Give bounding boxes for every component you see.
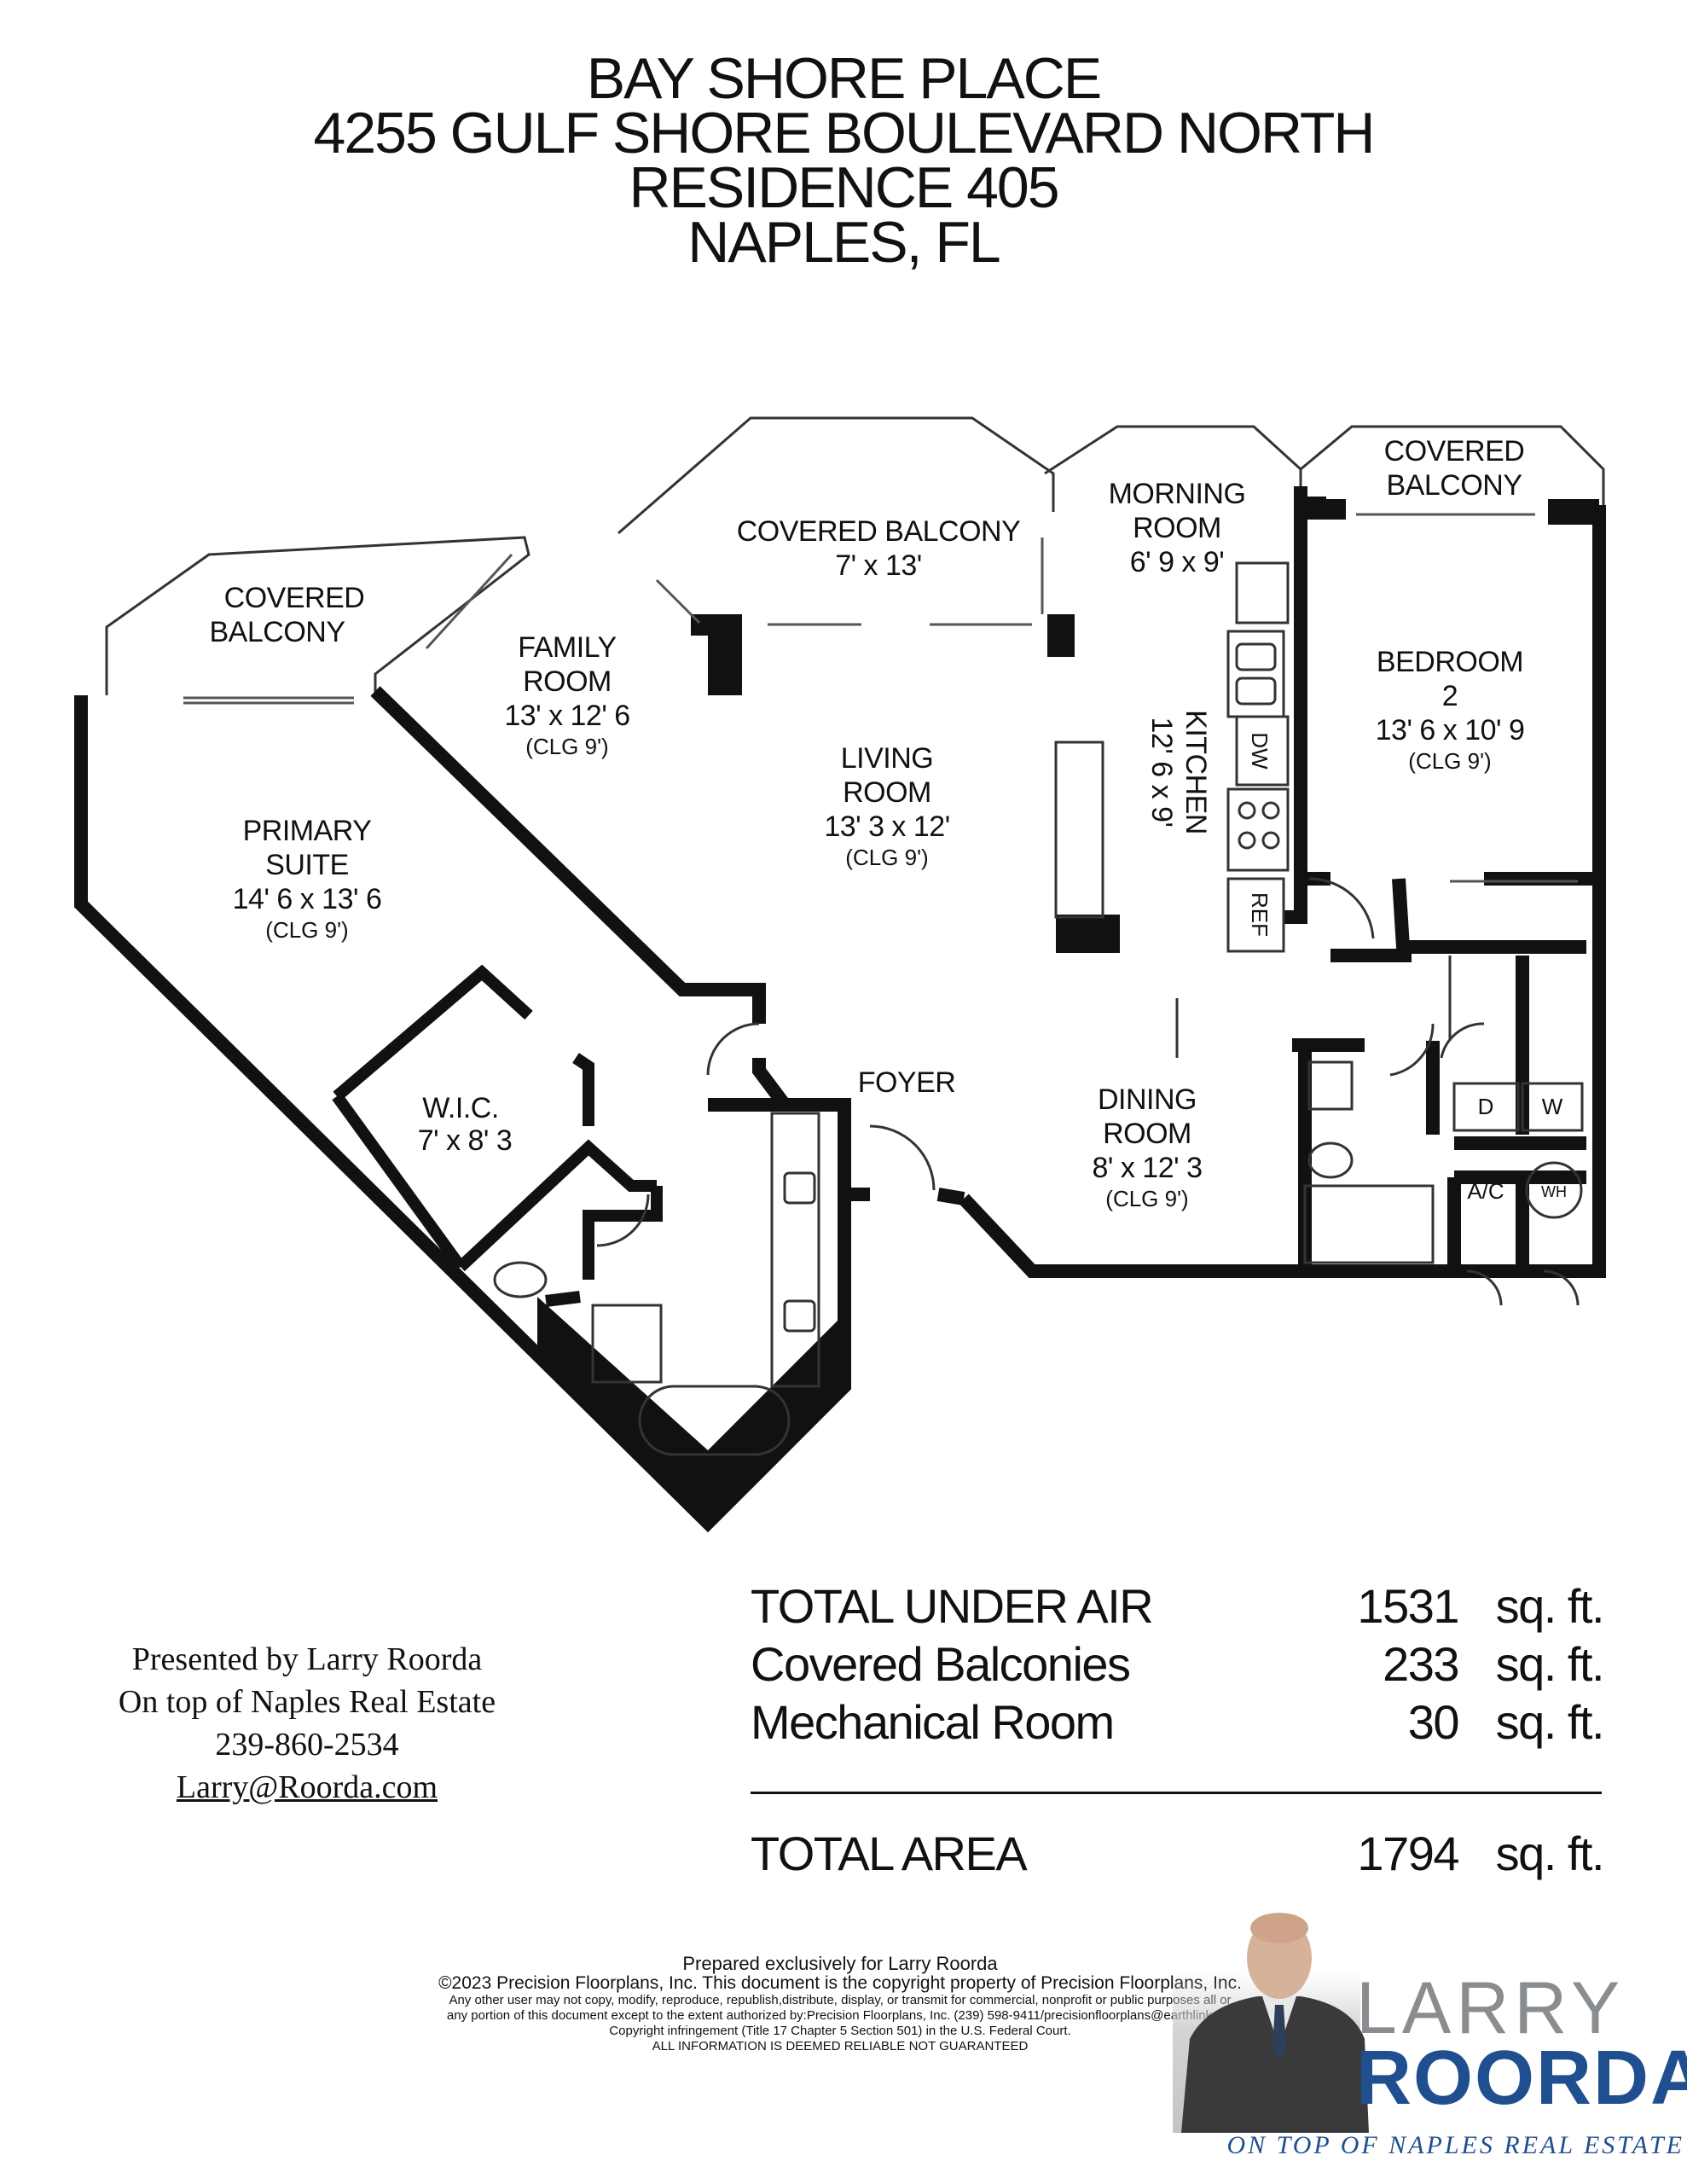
brokerage-line: On top of Naples Real Estate (118, 1684, 496, 1720)
family-room-label-1: FAMILY (518, 631, 616, 664)
primary-suite-size: 14' 6 x 13' 6 (233, 883, 382, 915)
covered-balcony-center-size: 7' x 13' (835, 549, 922, 582)
covered-balcony-left-label-2: BALCONY (210, 616, 345, 648)
area-label: Covered Balconies (751, 1637, 1131, 1691)
presenter-block: Presented by Larry Roorda On top of Napl… (68, 1638, 546, 1809)
area-divider (751, 1792, 1602, 1794)
area-row: Covered Balconies 233 sq. ft. (751, 1636, 1605, 1694)
area-value: 30 (1407, 1695, 1460, 1749)
total-area-value: 1794 (1357, 1827, 1459, 1880)
dining-room-size: 8' x 12' 3 (1093, 1152, 1203, 1184)
agent-photo (1173, 1913, 1369, 2133)
kitchen-label-group: KITCHEN 12' 6 x 9' (1145, 710, 1212, 834)
bedroom-2-label-2: 2 (1442, 680, 1458, 712)
dishwasher-label: DW (1247, 732, 1272, 770)
city-state: NAPLES, FL (687, 210, 1001, 275)
water-heater-label: WH (1541, 1183, 1567, 1200)
title-block: BAY SHORE PLACE 4255 GULF SHORE BOULEVAR… (0, 46, 1687, 275)
area-label: TOTAL UNDER AIR (751, 1579, 1154, 1633)
area-label: Mechanical Room (751, 1695, 1115, 1749)
prepared-for-line: Prepared exclusively for Larry Roorda (682, 1953, 998, 1974)
door-swings (596, 877, 1580, 1306)
morning-room-size: 6' 9 x 9' (1130, 546, 1225, 578)
washer-label: W (1542, 1094, 1563, 1119)
logo-name-bottom: ROORDA (1356, 2036, 1687, 2121)
family-room-ceiling: (CLG 9') (525, 734, 608, 759)
dining-room-label-2: ROOM (1103, 1118, 1191, 1150)
area-total: TOTAL AREA 1794 sq. ft. (751, 1826, 1605, 1884)
copyright-fine-print-3: Copyright infringement (Title 17 Chapter… (609, 2024, 1071, 2038)
email-link[interactable]: Larry@Roorda.com (176, 1769, 438, 1805)
area-value: 1531 (1357, 1579, 1459, 1633)
area-unit: sq. ft. (1495, 1637, 1605, 1691)
columns (537, 499, 1599, 1523)
bedroom-2-label-1: BEDROOM (1377, 646, 1523, 678)
living-room-label-2: ROOM (843, 776, 931, 809)
bedroom-2-size: 13' 6 x 10' 9 (1376, 714, 1525, 746)
agent-logo: LARRY ROORDA ON TOP OF NAPLES REAL ESTAT… (1173, 1877, 1687, 2167)
living-room-size: 13' 3 x 12' (824, 810, 949, 843)
primary-suite-ceiling: (CLG 9') (265, 917, 348, 943)
living-room-ceiling: (CLG 9') (845, 845, 928, 870)
covered-balcony-center-label: COVERED BALCONY (737, 515, 1021, 548)
phone-number: 239-860-2534 (215, 1727, 399, 1763)
kitchen-fixtures (1054, 561, 1290, 953)
morning-room-label-1: MORNING (1109, 478, 1246, 510)
copyright-fine-print-2: any portion of this document except to t… (446, 2008, 1234, 2023)
dining-room-label-1: DINING (1098, 1083, 1197, 1116)
bath-fixtures (493, 956, 1584, 1456)
primary-bath-walls (332, 964, 663, 1307)
area-row: Mechanical Room 30 sq. ft. (751, 1694, 1605, 1752)
total-area-unit: sq. ft. (1495, 1827, 1605, 1880)
balcony-outlines (105, 416, 1605, 695)
area-summary: TOTAL UNDER AIR 1531 sq. ft. Covered Bal… (751, 1578, 1605, 1752)
logo-tagline: ON TOP OF NAPLES REAL ESTATE (1226, 2131, 1684, 2159)
covered-balcony-left-label-1: COVERED (224, 582, 365, 614)
foyer-label: FOYER (858, 1066, 956, 1099)
ac-label: A/C (1467, 1178, 1504, 1204)
floor-plan: COVERED BALCONY COVERED BALCONY 7' x 13'… (74, 416, 1606, 1533)
copyright-line: ©2023 Precision Floorplans, Inc. This do… (438, 1973, 1242, 1993)
building-name: BAY SHORE PLACE (586, 46, 1102, 111)
disclaimer: ALL INFORMATION IS DEEMED RELIABLE NOT G… (652, 2039, 1029, 2053)
wic-size: 7' x 8' 3 (418, 1124, 513, 1157)
logo-name-top: LARRY (1356, 1967, 1626, 2049)
copyright-notice: Prepared exclusively for Larry Roorda ©2… (281, 1954, 1399, 2054)
area-row: TOTAL UNDER AIR 1531 sq. ft. (751, 1578, 1605, 1636)
copyright-fine-print-1: Any other user may not copy, modify, rep… (449, 1993, 1232, 2007)
area-unit: sq. ft. (1495, 1695, 1605, 1749)
refrigerator-label: REF (1247, 892, 1272, 937)
covered-balcony-right-label-2: BALCONY (1387, 469, 1522, 502)
living-room-label-1: LIVING (841, 742, 933, 775)
street-address: 4255 GULF SHORE BOULEVARD NORTH (313, 101, 1376, 166)
kitchen-size: 12' 6 x 9' (1145, 717, 1178, 828)
bedroom-2-ceiling: (CLG 9') (1408, 748, 1491, 774)
area-value: 233 (1383, 1637, 1459, 1691)
morning-room-label-2: ROOM (1133, 512, 1221, 544)
sliding-doors (183, 513, 1578, 883)
primary-suite-label-2: SUITE (265, 849, 349, 881)
dining-room-ceiling: (CLG 9') (1105, 1186, 1188, 1211)
dryer-label: D (1478, 1094, 1494, 1119)
area-unit: sq. ft. (1495, 1579, 1605, 1633)
total-area-row: TOTAL AREA 1794 sq. ft. (751, 1826, 1605, 1884)
primary-suite-label-1: PRIMARY (243, 815, 372, 847)
covered-balcony-right-label-1: COVERED (1384, 435, 1525, 468)
wic-label: W.I.C. (422, 1092, 499, 1124)
total-area-label: TOTAL AREA (751, 1827, 1028, 1880)
kitchen-label: KITCHEN (1180, 710, 1212, 834)
family-room-size: 13' x 12' 6 (504, 700, 629, 732)
residence-number: RESIDENCE 405 (629, 155, 1059, 220)
family-room-label-2: ROOM (523, 665, 612, 698)
presenter-line: Presented by Larry Roorda (131, 1641, 483, 1677)
